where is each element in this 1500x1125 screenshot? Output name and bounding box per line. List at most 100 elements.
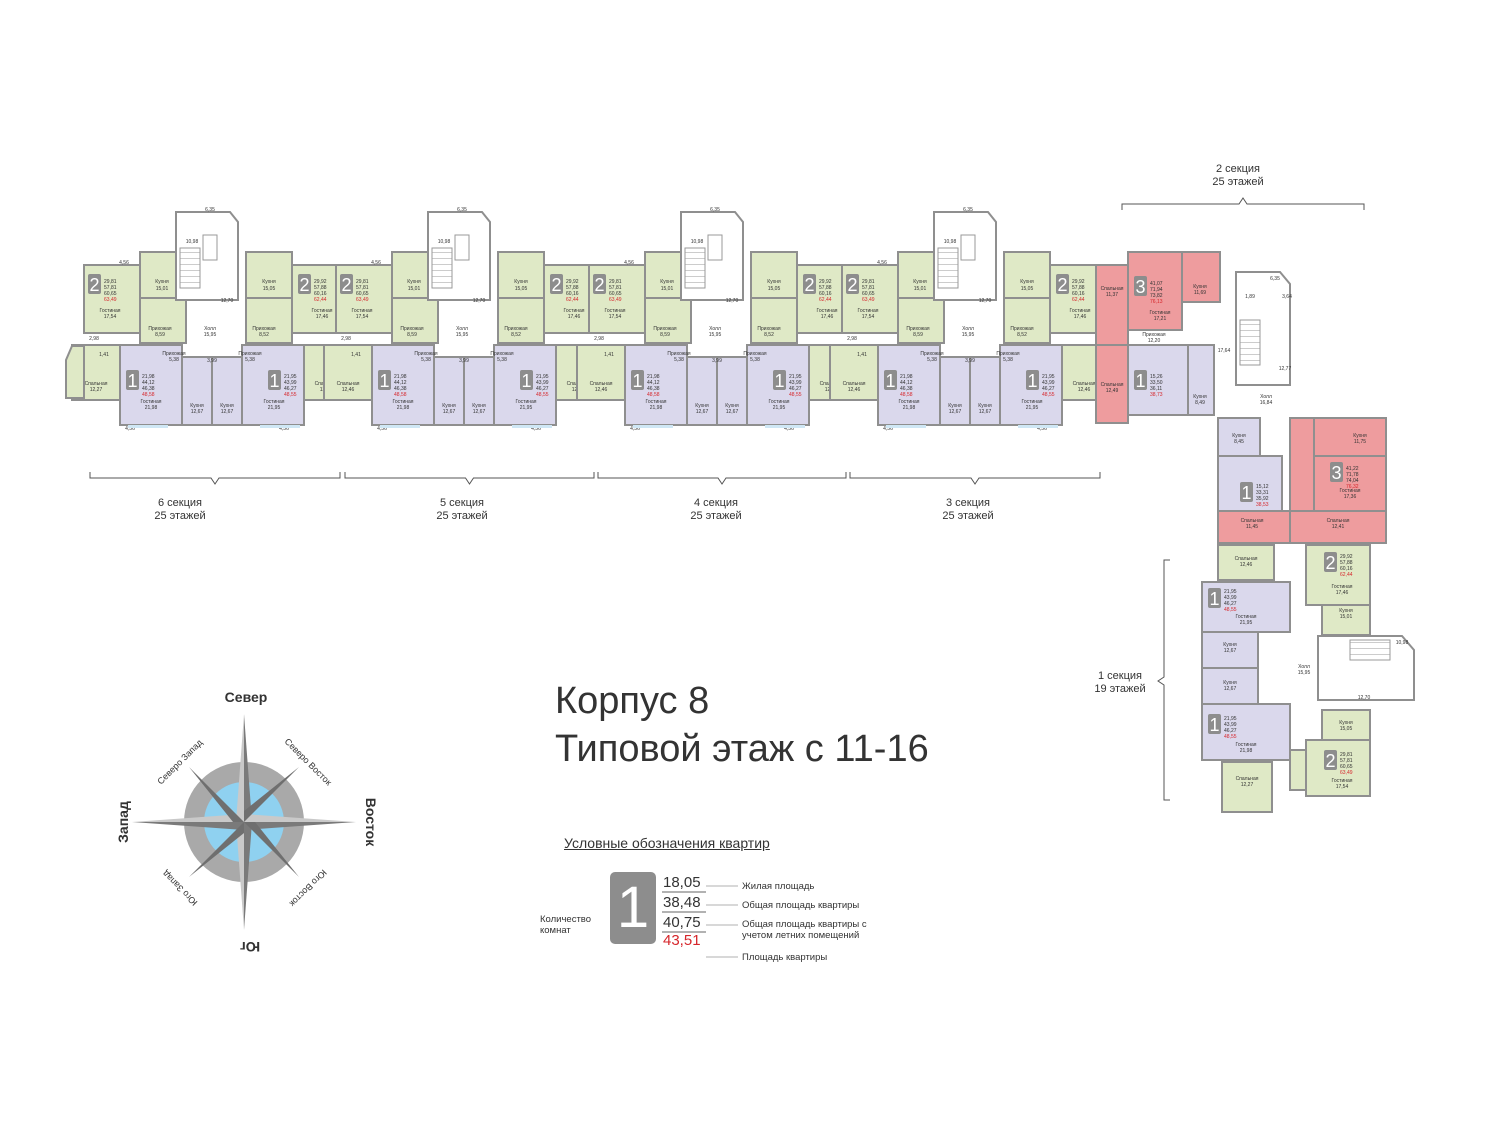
room-area: 8,45 xyxy=(1234,439,1244,445)
room-label: Гостиная xyxy=(817,308,838,314)
section-4-floors: 25 этажей xyxy=(690,510,742,522)
room-label: Гостиная xyxy=(1070,308,1091,314)
section-bracket xyxy=(1121,197,1365,210)
room-area: 11,69 xyxy=(1194,290,1206,296)
unit-total-area: 57,81 xyxy=(104,285,117,291)
rooms-badge xyxy=(631,370,644,390)
room-area: 12,67 xyxy=(726,409,739,415)
kitchen-s1-b xyxy=(1321,709,1371,741)
room-label: Гостиная xyxy=(352,308,373,314)
unit-total-summer-area: 36,11 xyxy=(1150,386,1162,392)
kitchen-right xyxy=(750,251,798,299)
unit-total-summer-area: 46,27 xyxy=(536,386,549,392)
kitchen-1room-right xyxy=(969,356,1001,426)
room-area: 21,95 xyxy=(520,405,533,411)
rooms-badge xyxy=(378,370,391,390)
unit-area: 76,13 xyxy=(1150,299,1163,305)
room-area: 11,45 xyxy=(1246,524,1258,530)
hall-pink-mid xyxy=(1289,417,1315,512)
room-area: 21,95 xyxy=(1240,620,1253,626)
room-area: 15,05 xyxy=(263,286,276,292)
compass-diagonal xyxy=(189,767,244,822)
room-label: Гостиная xyxy=(1332,778,1353,784)
dimension: 3,99 xyxy=(207,358,217,364)
room-label: Кухня xyxy=(1020,279,1034,285)
room-label: Прихожая xyxy=(148,326,171,332)
unit-living-area: 29,92 xyxy=(1340,554,1353,560)
unit-total-summer-area: 46,27 xyxy=(789,386,802,392)
rooms-count: 1 xyxy=(885,371,895,391)
left-end-bay xyxy=(65,345,85,399)
compass-point xyxy=(132,822,244,830)
unit-total-summer-area: 46,27 xyxy=(284,386,297,392)
unit-area: 62,44 xyxy=(819,297,832,303)
rooms-badge xyxy=(1026,370,1039,390)
unit-area: 48,58 xyxy=(647,392,660,398)
room-label: Кухня xyxy=(948,403,962,409)
dimension: 6,35 xyxy=(205,207,215,213)
unit-total-summer-area: 60,65 xyxy=(104,291,117,297)
dimension: 10,98 xyxy=(1396,640,1409,646)
room-label-area: 17,54 xyxy=(609,314,622,320)
room-area: 12,46 xyxy=(1240,562,1253,568)
room-label: Гостиная xyxy=(769,399,790,405)
dimension: 2,98 xyxy=(594,336,604,342)
room-label: Прихожая xyxy=(238,351,261,357)
hall-right xyxy=(497,297,545,344)
unit-area: 48,55 xyxy=(1224,734,1237,740)
rooms-badge xyxy=(520,370,533,390)
room-label: Кухня xyxy=(442,403,456,409)
dimension: 12,70 xyxy=(221,298,234,304)
compass-northwest: Северо Запад xyxy=(155,737,205,787)
unit-total-area: 44,12 xyxy=(647,380,660,386)
dimension: 6,35 xyxy=(710,207,720,213)
room-label: Гостиная xyxy=(312,308,333,314)
hall-left xyxy=(644,297,692,344)
room-label: Гостиная xyxy=(393,399,414,405)
rooms-count: 1 xyxy=(1241,483,1251,503)
rooms-count: 1 xyxy=(1209,715,1219,735)
room-label: Кухня xyxy=(978,403,992,409)
section-1-name: 1 секция xyxy=(1097,670,1142,682)
section-bracket xyxy=(1157,559,1170,801)
unit-total-summer-area: 60,65 xyxy=(1340,764,1353,770)
dimension: 1,41 xyxy=(604,352,614,358)
section-2-floors: 25 этажей xyxy=(1212,176,1264,188)
dimension: 10,98 xyxy=(186,239,199,245)
apartment-2room-s1-b xyxy=(1305,739,1371,797)
rooms-badge xyxy=(593,274,606,294)
unit-living-area: 41,07 xyxy=(1150,281,1163,287)
room-label: Спальная xyxy=(1241,518,1264,524)
room-label: Кухня xyxy=(695,403,709,409)
rooms-count: 2 xyxy=(551,275,561,295)
unit-total-area: 57,81 xyxy=(609,285,622,291)
bedroom2-pink xyxy=(1095,344,1129,424)
unit-total-area: 57,88 xyxy=(819,285,832,291)
hall-left xyxy=(897,297,945,344)
rooms-count: 1 xyxy=(632,371,642,391)
unit-total-summer-area: 46,38 xyxy=(394,386,407,392)
room-area: 5,38 xyxy=(245,357,255,363)
bedroom-s1-b xyxy=(1221,761,1273,813)
compass-diagonal xyxy=(244,767,299,822)
window xyxy=(512,425,552,428)
room-area: 21,98 xyxy=(397,405,410,411)
rooms-badge xyxy=(1208,714,1221,734)
section-bracket xyxy=(344,472,595,485)
rooms-badge xyxy=(550,274,563,294)
dimension: 6,35 xyxy=(1270,276,1280,282)
room-area: 17,46 xyxy=(1336,590,1349,596)
unit-total-area: 57,81 xyxy=(1340,758,1353,764)
elevator xyxy=(960,234,976,261)
room-label: Гостиная xyxy=(1022,399,1043,405)
dimension: 10,98 xyxy=(438,239,451,245)
room-area: 8,52 xyxy=(511,332,521,338)
section-1-floors: 19 этажей xyxy=(1094,683,1146,695)
section-6-name: 6 секция xyxy=(157,497,202,509)
compass-point xyxy=(132,814,244,822)
compass-southwest: Юго Запад xyxy=(160,868,200,908)
unit-living-area: 29,92 xyxy=(1072,279,1085,285)
room-area: 8,59 xyxy=(155,332,165,338)
legend-desc-area: Площадь квартиры xyxy=(742,952,828,963)
kitchen-1room-left xyxy=(939,356,971,426)
